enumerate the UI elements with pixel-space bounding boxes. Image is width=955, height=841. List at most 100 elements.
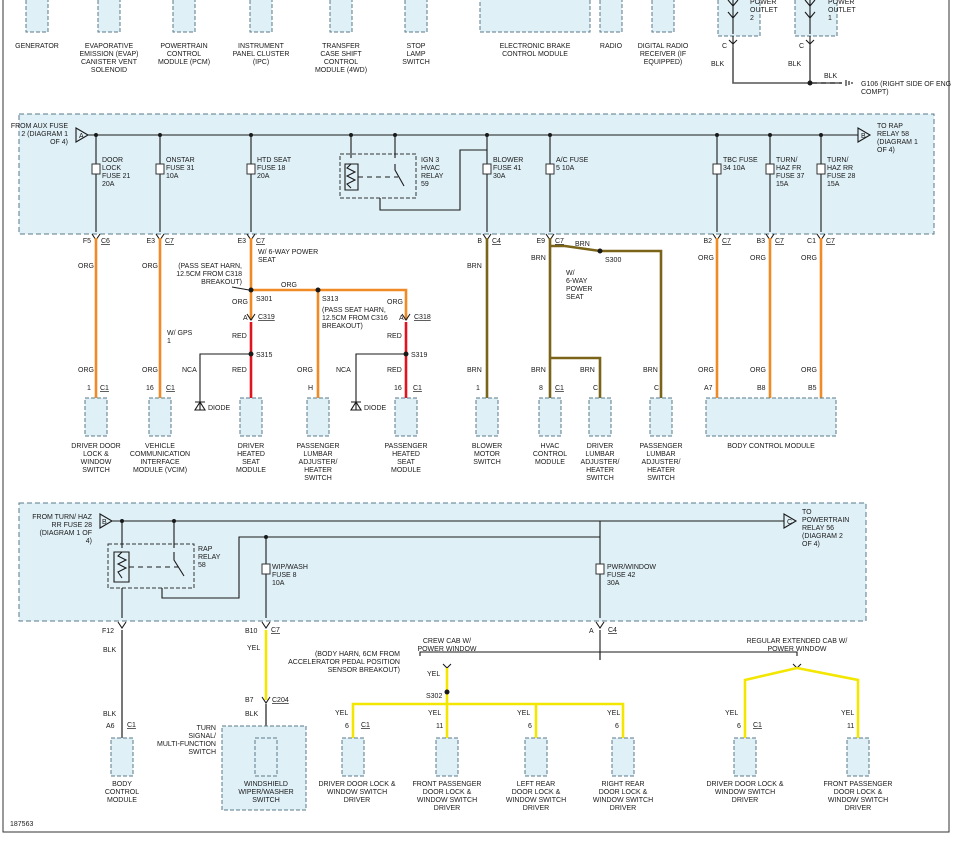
fuse-connector: C4: [492, 238, 501, 245]
load2-driver-reg: [733, 737, 757, 777]
yel-l4: YEL: [607, 710, 620, 717]
conn-vcim: C1: [166, 385, 175, 392]
s313-label: S313: [322, 296, 338, 303]
rap-switch: [173, 552, 185, 577]
pin-vcim: 16: [146, 385, 154, 392]
conn-door: C1: [100, 385, 109, 392]
org-lumbar: ORG: [297, 367, 313, 374]
s300-label: S300: [605, 257, 621, 264]
load-bcm: [705, 397, 837, 437]
source-marker-a: [75, 127, 90, 143]
reg-yel: [743, 666, 860, 738]
s319-label: S319: [411, 352, 427, 359]
top-label-0: GENERATOR: [15, 43, 59, 50]
yel-l3: YEL: [517, 710, 530, 717]
ground-wire-label: BLK: [824, 73, 838, 80]
outlet-2-ground-wire: [732, 48, 842, 84]
hvac-relay-feeds: [350, 135, 396, 158]
wire-ac-lumbar: [550, 244, 663, 398]
fuse-pin: E9: [536, 238, 545, 245]
conn-l5: C1: [753, 722, 762, 729]
transfer-case-box: [329, 0, 353, 33]
relay-switch: [394, 164, 405, 187]
fuse-pin: B3: [756, 238, 765, 245]
load-door-lock: [84, 397, 108, 437]
org-fr: ORG: [750, 255, 766, 262]
dest-marker-c-letter: C: [787, 519, 792, 526]
fuse-body: [482, 163, 492, 175]
nca-1: NCA: [182, 367, 197, 374]
regular-cab-label: REGULAR EXTENDED CAB W/POWER WINDOW: [747, 638, 848, 653]
outlet-1-pin: C: [799, 43, 804, 50]
fuse-connector: C6: [101, 238, 110, 245]
pin-l3: 6: [528, 723, 532, 730]
outlet-1-contact: [804, 0, 816, 34]
wire-htd-seat-branches: [249, 290, 320, 398]
fuse-connector: C7: [826, 238, 835, 245]
top-label-7: RADIO: [600, 43, 623, 50]
yel-wiper: YEL: [247, 645, 260, 652]
wire-label-door-2: ORG: [78, 367, 94, 374]
f12-pin: F12: [102, 628, 114, 635]
org-tbc: ORG: [698, 255, 714, 262]
crew-cab-label: CREW CAB W/POWER WINDOW: [417, 638, 476, 653]
wire-ac-driver-lumbar: [550, 356, 602, 398]
load-pass-lumbar-2: [649, 397, 673, 437]
radio-box: [599, 0, 623, 33]
pin-l2: 11: [436, 723, 443, 730]
load2-wiper: [254, 737, 278, 777]
pin-drv-lumbar: C: [593, 385, 598, 392]
outlet-2-contact: [727, 0, 739, 34]
cab-bracket: [419, 651, 798, 660]
red-4: RED: [387, 367, 402, 374]
diode-2: DIODE: [364, 405, 387, 412]
red-3: RED: [232, 367, 247, 374]
wip-fuse-body: [261, 563, 271, 575]
fuse-block-2: [18, 502, 867, 622]
blk-1: BLK: [103, 647, 117, 654]
wire-label-blower-2: BRN: [467, 367, 482, 374]
pin-a-318: A: [399, 315, 404, 322]
fuse-bus-dot: [158, 133, 162, 137]
s302-label: S302: [426, 693, 442, 700]
outlet-2-pin: C: [722, 43, 727, 50]
conn-c318: C318: [414, 314, 431, 321]
fuse-body: [155, 163, 165, 175]
wire-htd-seat: [249, 238, 408, 320]
org-rr: ORG: [801, 255, 817, 262]
pin-l1: 6: [345, 723, 349, 730]
fuse-pin: C1: [807, 238, 816, 245]
evap-box: [97, 0, 121, 33]
fuse-body: [765, 163, 775, 175]
digital-radio-box: [651, 0, 675, 33]
wire-label-onstar-2: ORG: [142, 367, 158, 374]
rap-dot-1: [120, 519, 124, 523]
yel-l5: YEL: [725, 710, 738, 717]
fuse-bus-dot: [249, 133, 253, 137]
fuse-pin: B: [477, 238, 482, 245]
section2-conn-chevrons: [117, 621, 605, 629]
yel-l2: YEL: [428, 710, 441, 717]
fuse-pin: F5: [83, 238, 91, 245]
power-outlet-1-box: [794, 0, 838, 37]
